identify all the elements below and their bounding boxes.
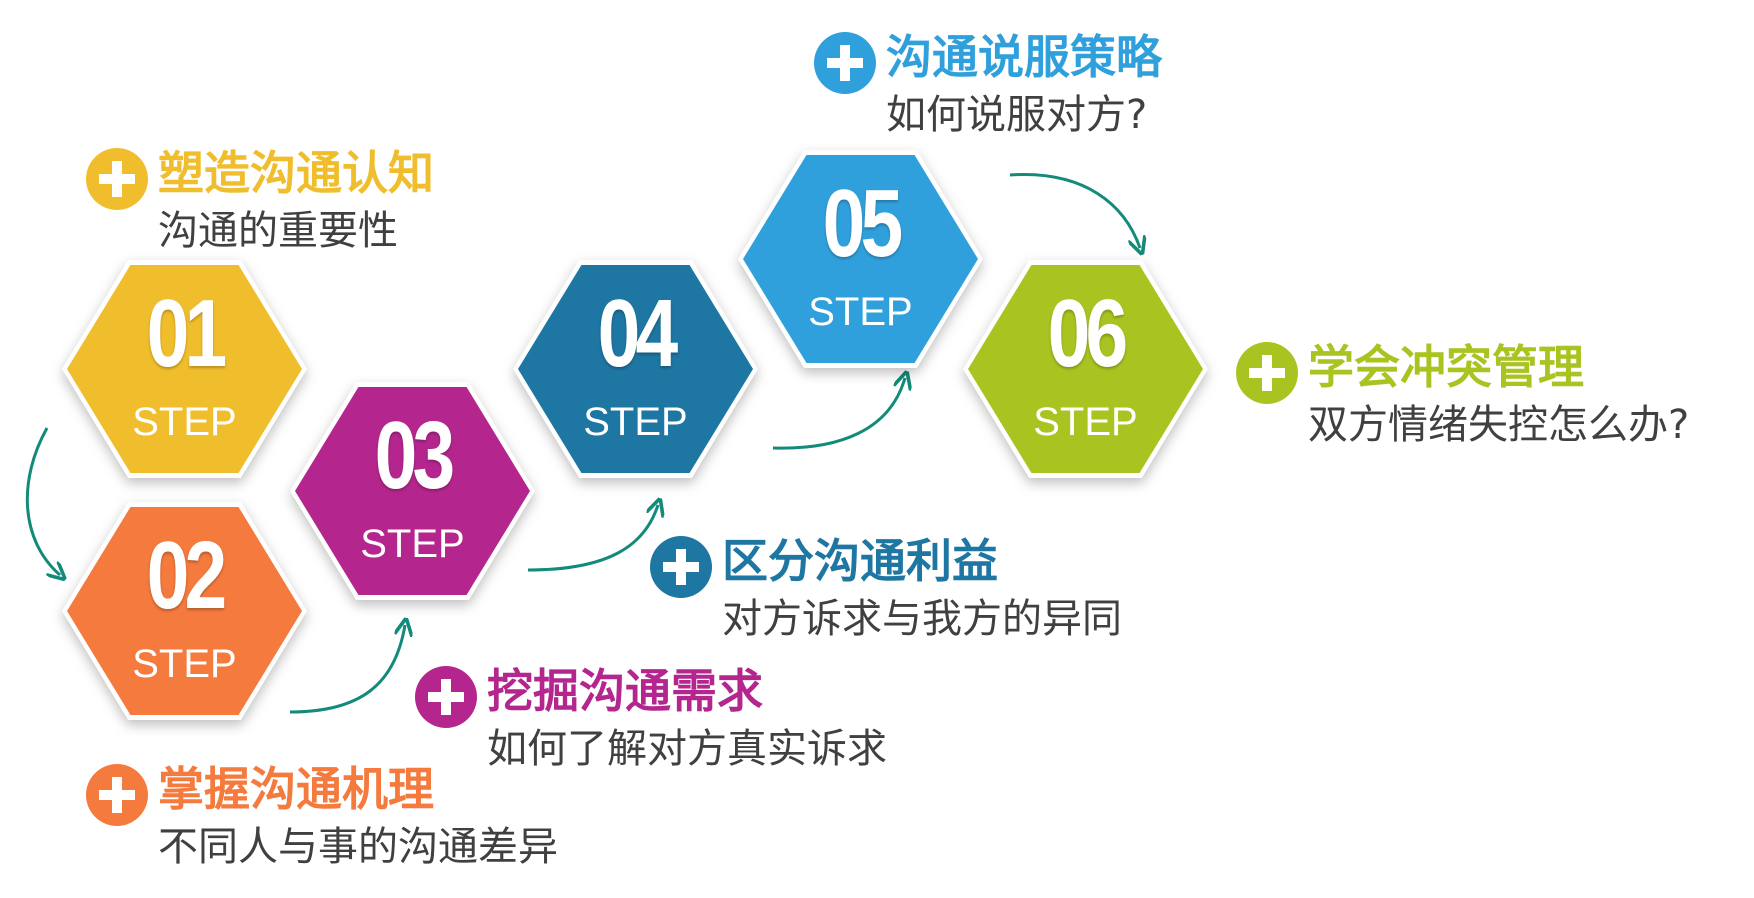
plus-circle-icon (1236, 342, 1298, 404)
step-04-title: 区分沟通利益 (722, 534, 998, 588)
step-02-label: STEP (132, 642, 237, 686)
plus-circle-icon (415, 666, 477, 728)
step-02-subtitle: 不同人与事的沟通差异 (158, 824, 558, 870)
step-01-label: STEP (132, 400, 237, 444)
plus-circle-icon (86, 148, 148, 210)
step-06-label: STEP (1033, 400, 1138, 444)
step-02-hexagon: 02 STEP (62, 502, 307, 720)
step-05-hexagon: 05 STEP (738, 150, 983, 368)
arrow-04-to-05 (772, 378, 905, 450)
plus-circle-icon (814, 32, 876, 94)
step-05-subtitle: 如何说服对方? (886, 92, 1148, 138)
step-06-title: 学会冲突管理 (1308, 340, 1584, 394)
step-01-subtitle: 沟通的重要性 (158, 208, 398, 254)
arrow-03-to-04 (527, 505, 658, 572)
arrow-05-to-06 (1009, 173, 1140, 248)
plus-circle-icon (650, 536, 712, 598)
step-03-title: 挖掘沟通需求 (487, 664, 763, 718)
step-01-number: 01 (146, 280, 228, 387)
step-03-subtitle: 如何了解对方真实诉求 (487, 726, 887, 772)
step-02-number: 02 (146, 522, 228, 629)
step-04-number: 04 (597, 280, 679, 387)
step-04-subtitle: 对方诉求与我方的异同 (722, 596, 1122, 642)
step-05-title: 沟通说服策略 (886, 30, 1162, 84)
arrow-01-to-02 (25, 427, 60, 575)
step-06-number: 06 (1047, 280, 1129, 387)
plus-circle-icon (86, 764, 148, 826)
step-01-hexagon: 01 STEP (62, 260, 307, 478)
step-03-label: STEP (360, 522, 465, 566)
step-04-hexagon: 04 STEP (513, 260, 758, 478)
step-01-title: 塑造沟通认知 (158, 146, 434, 200)
arrow-02-to-03 (289, 625, 405, 714)
step-04-label: STEP (583, 400, 688, 444)
step-03-number: 03 (374, 402, 456, 509)
step-02-title: 掌握沟通机理 (158, 762, 434, 816)
step-06-hexagon: 06 STEP (963, 260, 1208, 478)
step-03-hexagon: 03 STEP (290, 382, 535, 600)
step-05-label: STEP (808, 290, 913, 334)
step-06-subtitle: 双方情绪失控怎么办? (1308, 402, 1690, 448)
step-05-number: 05 (822, 170, 904, 277)
